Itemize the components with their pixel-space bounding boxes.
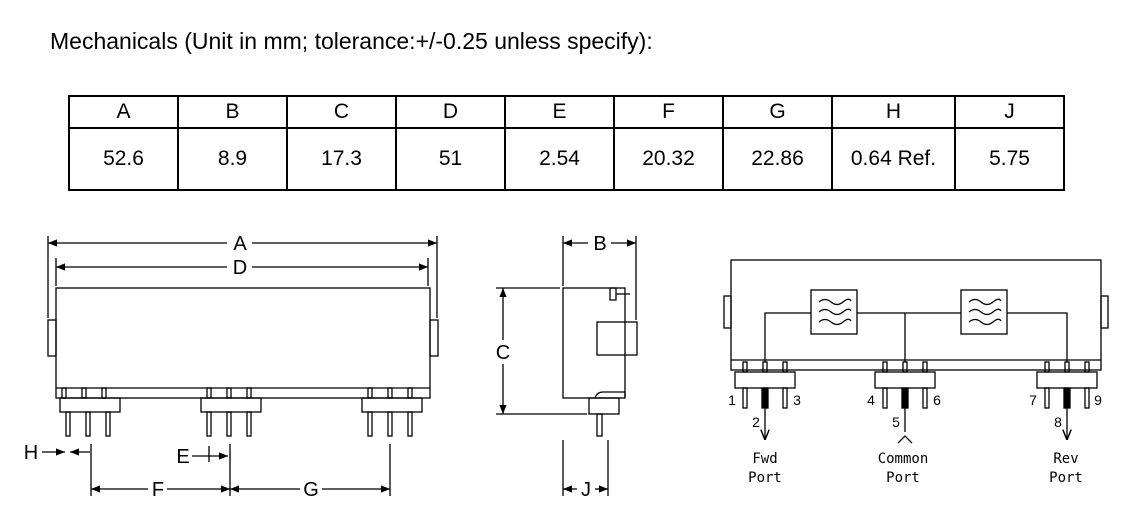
- schematic-right-tab: [1100, 295, 1109, 329]
- pin-label-6: 6: [933, 392, 941, 408]
- schematic-left-tab: [723, 295, 732, 329]
- pin-label-9: 9: [1094, 392, 1102, 408]
- pin-label-3: 3: [793, 392, 801, 408]
- label-a: A: [233, 233, 247, 255]
- side-latch: [596, 321, 638, 356]
- label-h: H: [24, 442, 38, 464]
- front-connector-2: [200, 387, 262, 437]
- header-cell-h: H: [831, 95, 956, 129]
- pin-label-4: 4: [867, 392, 875, 408]
- pin-label-8: 8: [1054, 414, 1062, 430]
- value-cell-e: 2.54: [504, 127, 615, 191]
- value-cell-f: 20.32: [613, 127, 724, 191]
- header-cell-a: A: [68, 95, 179, 129]
- value-cell-b: 8.9: [177, 127, 288, 191]
- pin-label-5: 5: [892, 414, 900, 430]
- filter-icon-1: [810, 289, 858, 335]
- pin-label-7: 7: [1029, 392, 1037, 408]
- schematic-body: [730, 259, 1102, 371]
- front-body: [55, 287, 431, 399]
- side-connector: [588, 397, 620, 415]
- port-label-common-line2: Port: [886, 470, 920, 486]
- front-view: [42, 236, 439, 496]
- schematic-view: [723, 259, 1109, 444]
- label-g: G: [303, 479, 319, 501]
- value-cell-a: 52.6: [68, 127, 179, 191]
- value-cell-h: 0.64 Ref.: [831, 127, 956, 191]
- port-label-fwd-line2: Port: [748, 470, 782, 486]
- dimensions-table: A B C D E F G H J 52.6 8.9 17.3 51 2.54 …: [68, 95, 1065, 191]
- value-cell-d: 51: [395, 127, 506, 191]
- pin-label-1: 1: [728, 392, 736, 408]
- header-cell-f: F: [613, 95, 724, 129]
- header-cell-g: G: [722, 95, 833, 129]
- front-connector-1: [59, 387, 121, 437]
- front-left-tab: [47, 319, 57, 357]
- wire-rev: [1007, 312, 1068, 362]
- page-title: Mechanicals (Unit in mm; tolerance:+/-0.…: [50, 28, 653, 54]
- header-cell-b: B: [177, 95, 288, 129]
- wire-fwd: [764, 312, 811, 362]
- side-body: [562, 287, 626, 399]
- side-view: [496, 236, 638, 496]
- filter-icon-2: [960, 289, 1008, 335]
- value-cell-c: 17.3: [286, 127, 397, 191]
- front-connector-3: [361, 387, 423, 437]
- header-cell-e: E: [504, 95, 615, 129]
- side-pin: [596, 413, 603, 437]
- header-cell-c: C: [286, 95, 397, 129]
- port-label-fwd-line1: Fwd: [752, 451, 777, 467]
- pin-label-2: 2: [752, 414, 760, 430]
- label-e: E: [176, 446, 189, 468]
- label-d: D: [233, 257, 247, 279]
- header-cell-d: D: [395, 95, 506, 129]
- value-cell-g: 22.86: [722, 127, 833, 191]
- front-right-tab: [429, 319, 439, 357]
- value-cell-j: 5.75: [954, 127, 1065, 191]
- dimensions-header-row: A B C D E F G H J: [68, 95, 1065, 129]
- port-label-rev-line2: Port: [1049, 470, 1083, 486]
- port-label-rev-line1: Rev: [1053, 451, 1078, 467]
- schematic-connector-2: [874, 361, 936, 444]
- label-f: F: [152, 479, 164, 501]
- header-cell-j: J: [954, 95, 1065, 129]
- port-label-common-line1: Common: [878, 451, 929, 467]
- schematic-connector-1: [734, 361, 796, 440]
- label-b: B: [593, 233, 606, 255]
- dimensions-value-row: 52.6 8.9 17.3 51 2.54 20.32 22.86 0.64 R…: [68, 127, 1065, 191]
- label-c: C: [496, 342, 510, 364]
- schematic-connector-3: [1036, 361, 1098, 440]
- label-j: J: [581, 479, 591, 501]
